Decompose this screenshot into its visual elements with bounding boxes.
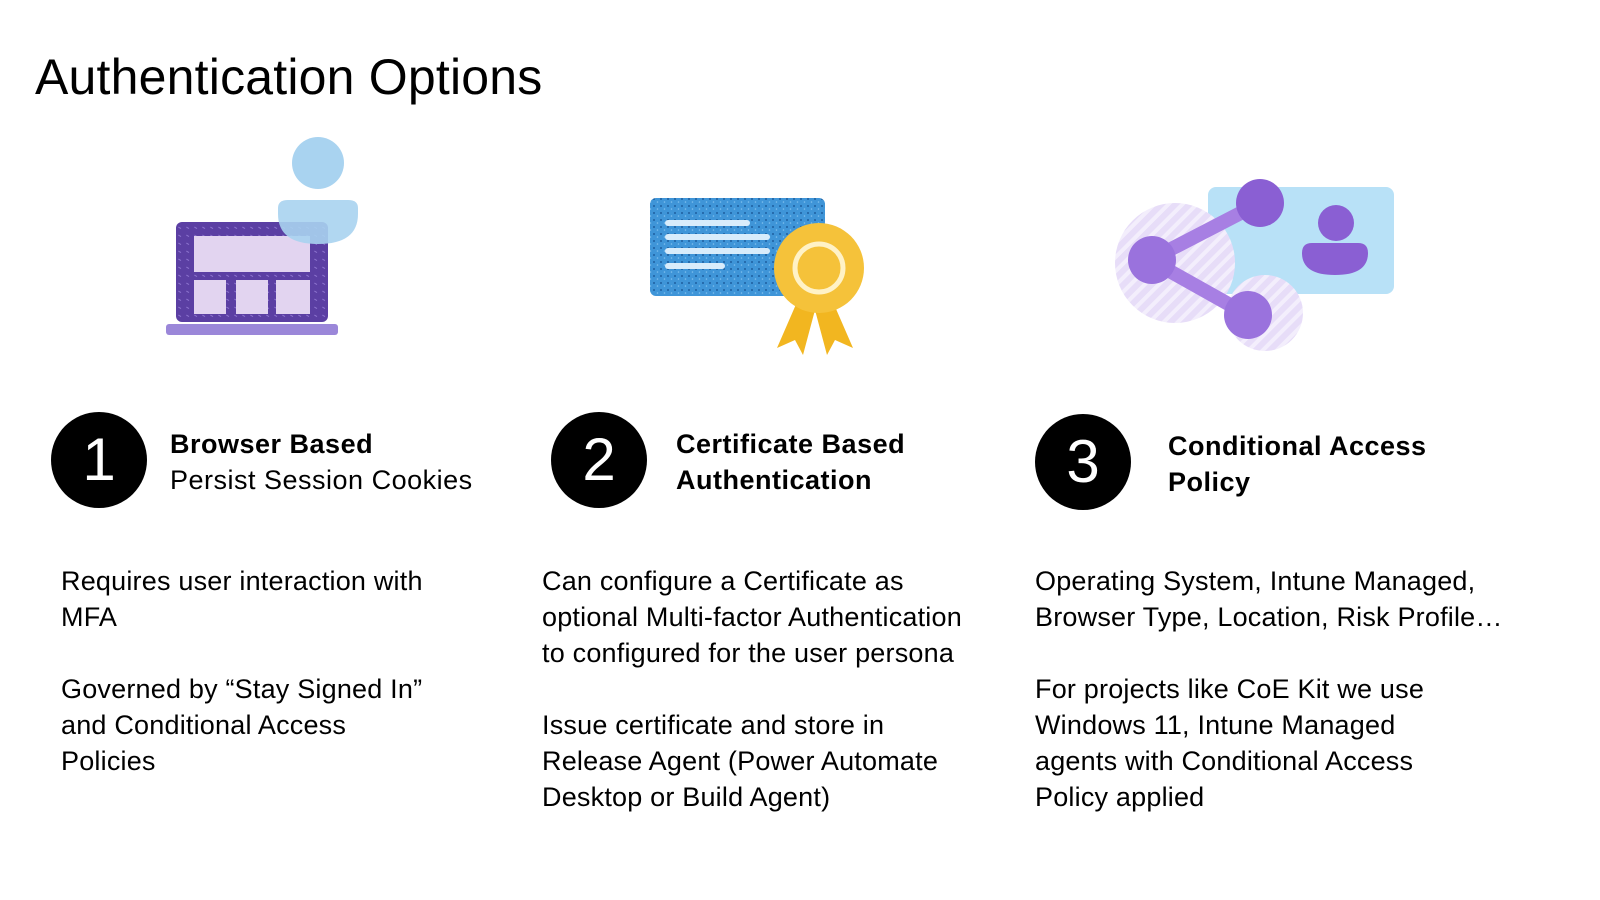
option-1-paragraph: Governed by “Stay Signed In” and Conditi… bbox=[61, 674, 423, 776]
option-1-subheading: Persist Session Cookies bbox=[170, 465, 473, 495]
page-title: Authentication Options bbox=[35, 49, 543, 105]
option-3-description: Operating System, Intune Managed, Browse… bbox=[1035, 563, 1505, 851]
option-2-heading: Certificate Based Authentication bbox=[676, 429, 906, 495]
option-3-heading: Conditional Access Policy bbox=[1168, 431, 1427, 497]
option-1-paragraph: Requires user interaction with MFA bbox=[61, 566, 423, 632]
option-1-heading: Browser Based bbox=[170, 429, 374, 459]
option-1-description: Requires user interaction with MFA Gover… bbox=[61, 563, 461, 815]
laptop-user-icon bbox=[160, 130, 370, 345]
certificate-icon bbox=[645, 190, 870, 360]
option-2-paragraph: Can configure a Certificate as optional … bbox=[542, 566, 962, 668]
option-2-description: Can configure a Certificate as optional … bbox=[542, 563, 962, 851]
option-2-paragraph: Issue certificate and store in Release A… bbox=[542, 710, 939, 812]
option-2-number-badge: 2 bbox=[551, 412, 647, 508]
option-2-heading-block: Certificate Based Authentication bbox=[676, 426, 946, 498]
option-1-heading-block: Browser Based Persist Session Cookies bbox=[170, 426, 473, 498]
option-3-heading-block: Conditional Access Policy bbox=[1168, 428, 1448, 500]
option-3-number-badge: 3 bbox=[1035, 414, 1131, 510]
share-user-icon bbox=[1110, 175, 1405, 365]
option-3-paragraph: For projects like CoE Kit we use Windows… bbox=[1035, 674, 1425, 812]
option-3-paragraph: Operating System, Intune Managed, Browse… bbox=[1035, 566, 1503, 632]
option-1-number-badge: 1 bbox=[51, 412, 147, 508]
